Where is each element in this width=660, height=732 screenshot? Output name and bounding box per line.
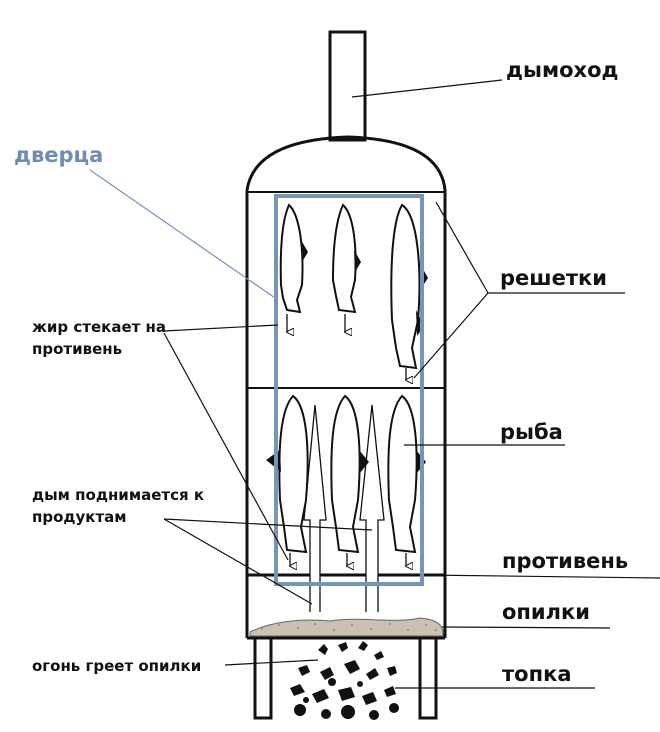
sawdust-specks: [261, 623, 437, 631]
fire: [290, 641, 399, 720]
label-fat-drip: жир стекает на противень: [32, 316, 166, 360]
left-leg: [253, 636, 273, 720]
smoke-arrow-1: [303, 404, 327, 612]
label-fish: рыба: [500, 420, 563, 444]
label-smoke-line2: продуктам: [32, 508, 127, 526]
label-fat-drip-line1: жир стекает на: [32, 318, 167, 336]
door-leader-line: [89, 169, 279, 301]
fish-upper-2: [331, 203, 361, 314]
door-outline: [274, 194, 424, 586]
label-fat-drip-line2: противень: [32, 340, 123, 358]
chimney: [328, 30, 367, 142]
fish-lower-1: [266, 394, 309, 554]
sawdust-layer: [249, 617, 444, 637]
leader-lines: [163, 79, 660, 689]
right-leg: [418, 636, 438, 720]
label-grates: решетки: [500, 266, 607, 290]
label-tray: противень: [502, 549, 629, 573]
label-chimney: дымоход: [506, 58, 619, 82]
fish-lower-2: [330, 394, 369, 554]
label-sawdust: опилки: [502, 600, 590, 624]
label-door: дверца: [14, 143, 104, 167]
label-fire: огонь греет опилки: [32, 657, 202, 675]
smoke-arrow-2: [359, 404, 385, 612]
label-smoke-line1: дым поднимается к: [32, 486, 204, 504]
fat-drip-arrows: [287, 314, 406, 566]
label-firebox: топка: [502, 662, 572, 686]
fish-upper-1: [279, 203, 308, 314]
roof-dome: [245, 135, 447, 191]
label-smoke: дым поднимается к продуктам: [32, 484, 204, 528]
